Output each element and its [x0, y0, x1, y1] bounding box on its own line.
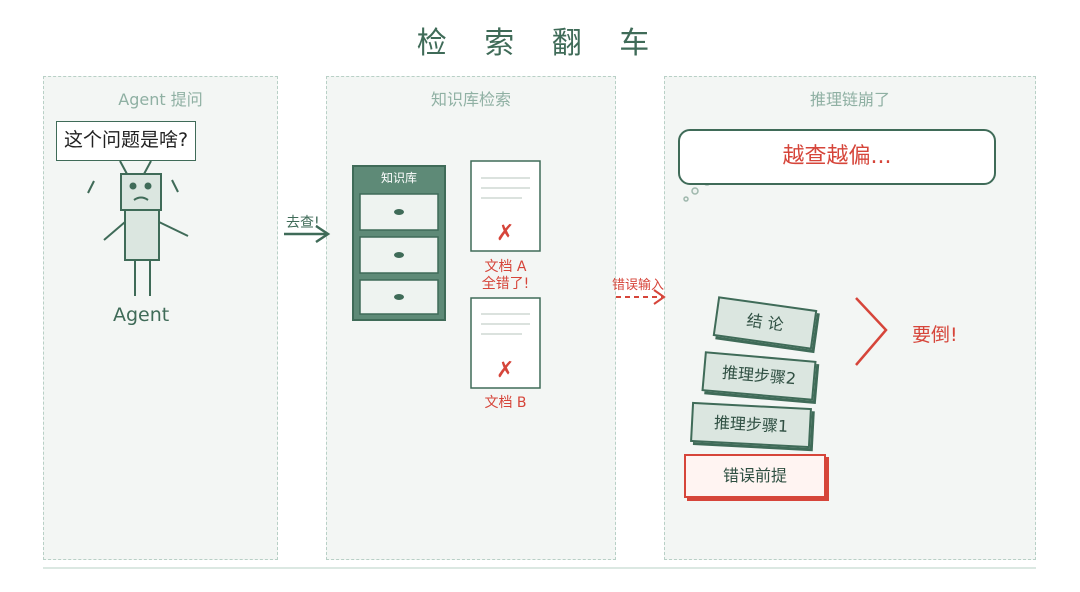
- knowledge-base-cabinet-icon: [352, 165, 446, 321]
- document-b-icon: [470, 297, 541, 389]
- arrow-wrong-input-label: 错误输入: [612, 278, 665, 293]
- knowledge-base-label: 知识库: [380, 171, 417, 185]
- arrow-go-check: [284, 224, 331, 244]
- page-title: 检 索 翻 车: [416, 26, 664, 61]
- panel-label-reasoning: 推理链崩了: [809, 90, 890, 109]
- panel-label-retrieve: 知识库检索: [430, 90, 511, 109]
- arrow-wrong-input: [616, 289, 666, 305]
- doc-a-note: 全错了!: [481, 276, 530, 292]
- agent-question-bubble: 这个问题是啥?: [56, 121, 196, 161]
- robot-icon: [87, 160, 189, 296]
- reasoning-thought-bubble: 越查越偏...: [678, 129, 996, 185]
- doc-b-label: 文档 B: [484, 395, 527, 411]
- fall-label: 要倒!: [912, 324, 958, 346]
- block-step-1: 推理步骤1: [690, 401, 812, 449]
- arrow-go-check-label: 去查!: [286, 215, 320, 231]
- document-a-icon: [470, 160, 541, 252]
- doc-a-label: 文档 A: [484, 259, 527, 275]
- panel-label-ask: Agent 提问: [118, 90, 203, 109]
- block-wrong-premise: 错误前提: [684, 454, 826, 498]
- doc-a-wrong-mark: ✗: [496, 221, 515, 246]
- chevron-right-icon: [855, 297, 888, 366]
- doc-b-wrong-mark: ✗: [496, 358, 515, 383]
- agent-label: Agent: [113, 304, 170, 326]
